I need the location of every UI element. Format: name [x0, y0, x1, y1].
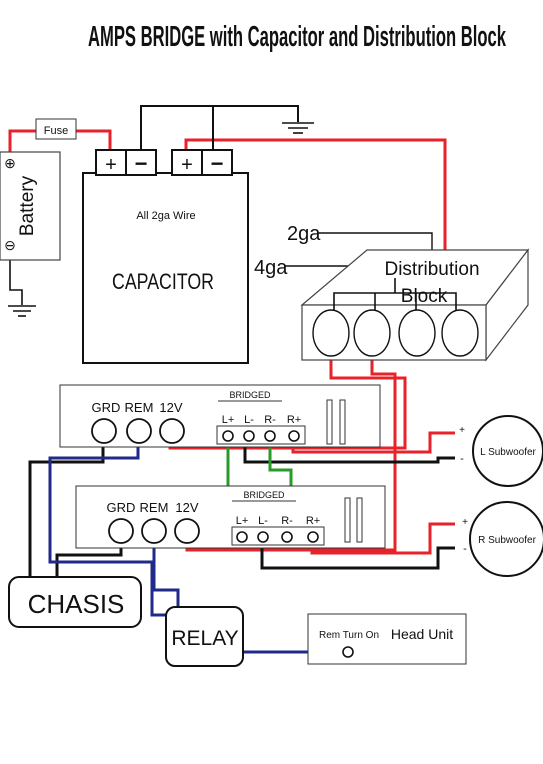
amp1-rplus-label: R+	[287, 414, 301, 426]
amp2-rplus-label: R+	[306, 515, 320, 527]
capacitor-ground-wires	[140, 105, 299, 150]
amp2-lminus-terminal[interactable]	[257, 531, 269, 543]
amp2-rminus-terminal[interactable]	[281, 531, 293, 543]
capacitor-minus-terminal-2[interactable]: −	[211, 151, 224, 176]
amp1-lplus-label: L+	[222, 414, 235, 426]
left-subwoofer[interactable]: L Subwoofer + -	[459, 415, 543, 487]
capacitor[interactable]: + − + − All 2ga Wire CAPACITOR	[82, 149, 249, 364]
capacitor-label: CAPACITOR	[112, 269, 214, 294]
left-subwoofer-plus: +	[459, 425, 465, 436]
battery[interactable]: ⊕ ⊖ Battery	[0, 151, 61, 261]
amp1-rem-label: REM	[125, 400, 154, 415]
right-subwoofer-plus: +	[462, 517, 468, 528]
amp2-bridged-label: BRIDGED	[243, 490, 285, 500]
relay-box[interactable]: RELAY	[165, 606, 244, 667]
amp1-rminus-terminal[interactable]	[264, 430, 276, 442]
amp1-lminus-terminal[interactable]	[243, 430, 255, 442]
right-subwoofer[interactable]: R Subwoofer + -	[462, 501, 543, 577]
amp2-lplus-label: L+	[236, 515, 249, 527]
amp1-lplus-terminal[interactable]	[222, 430, 234, 442]
amp2-rem-label: REM	[140, 500, 169, 515]
head-unit-rem-label: Rem Turn On	[319, 630, 379, 641]
head-unit-label: Head Unit	[391, 626, 453, 642]
amp1-lminus-label: L-	[244, 414, 254, 426]
diagram-title: AMPS BRIDGE with Capacitor and Distribut…	[88, 21, 506, 53]
distribution-block-label-line1: Distribution	[384, 259, 479, 280]
battery-plus-terminal[interactable]: ⊕	[4, 155, 16, 171]
battery-ground-wire	[8, 258, 36, 317]
head-unit[interactable]: Rem Turn On Head Unit	[307, 613, 467, 665]
amp1-rminus-label: R-	[264, 414, 276, 426]
left-subwoofer-minus: -	[460, 453, 464, 465]
chasis-label: CHASIS	[28, 589, 125, 619]
capacitor-terminals	[95, 149, 233, 176]
distribution-port-4[interactable]	[441, 309, 479, 357]
amp2-rminus-label: R-	[281, 515, 293, 527]
amplifier-1[interactable]: GRD REM 12V BRIDGED L+ L- R- R+	[59, 384, 381, 448]
amp1-grd-terminal[interactable]	[91, 418, 117, 444]
distribution-port-1[interactable]	[312, 309, 350, 357]
capacitor-minus-terminal-1[interactable]: −	[135, 151, 148, 176]
amp2-12v-terminal[interactable]	[174, 518, 200, 544]
amp2-rem-terminal[interactable]	[141, 518, 167, 544]
amp2-12v-label: 12V	[175, 500, 198, 515]
amp1-bridged-label: BRIDGED	[229, 390, 271, 400]
amp2-lminus-label: L-	[258, 515, 268, 527]
amp1-grd-label: GRD	[92, 400, 121, 415]
gauge-label-2ga: 2ga	[287, 223, 321, 245]
left-subwoofer-label: L Subwoofer	[480, 447, 536, 458]
distribution-port-3[interactable]	[398, 309, 436, 357]
capacitor-plus-terminal-1[interactable]: +	[105, 154, 117, 176]
chasis-box[interactable]: CHASIS	[8, 576, 142, 628]
amp2-lplus-terminal[interactable]	[236, 531, 248, 543]
distribution-port-2[interactable]	[353, 309, 391, 357]
right-subwoofer-minus: -	[463, 543, 467, 555]
battery-minus-terminal[interactable]: ⊖	[4, 237, 16, 253]
top-ground-symbol	[282, 122, 314, 134]
capacitor-wire-note: All 2ga Wire	[136, 210, 195, 222]
fuse-label: Fuse	[44, 125, 68, 137]
gauge-label-4ga: 4ga	[254, 257, 288, 279]
amp1-rem-terminal[interactable]	[126, 418, 152, 444]
distribution-block-label-line2: Block	[401, 286, 448, 307]
amp1-rplus-terminal[interactable]	[288, 430, 300, 442]
head-unit-rem-terminal[interactable]	[342, 646, 354, 658]
fuse[interactable]: Fuse	[35, 118, 77, 140]
battery-label: Battery	[17, 175, 38, 236]
amp2-rplus-terminal[interactable]	[307, 531, 319, 543]
capacitor-plus-terminal-2[interactable]: +	[181, 154, 193, 176]
amp1-12v-label: 12V	[159, 400, 182, 415]
distribution-block[interactable]: Distribution Block	[300, 248, 530, 362]
relay-label: RELAY	[171, 627, 238, 650]
distribution-block-posts	[333, 278, 457, 312]
amp2-grd-label: GRD	[107, 500, 136, 515]
amp1-12v-terminal[interactable]	[159, 418, 185, 444]
capacitor-to-distribution-power-wire	[184, 138, 447, 250]
right-subwoofer-label: R Subwoofer	[478, 535, 536, 546]
amp2-grd-terminal[interactable]	[108, 518, 134, 544]
amplifier-2[interactable]: GRD REM 12V BRIDGED L+ L- R- R+	[75, 485, 386, 549]
